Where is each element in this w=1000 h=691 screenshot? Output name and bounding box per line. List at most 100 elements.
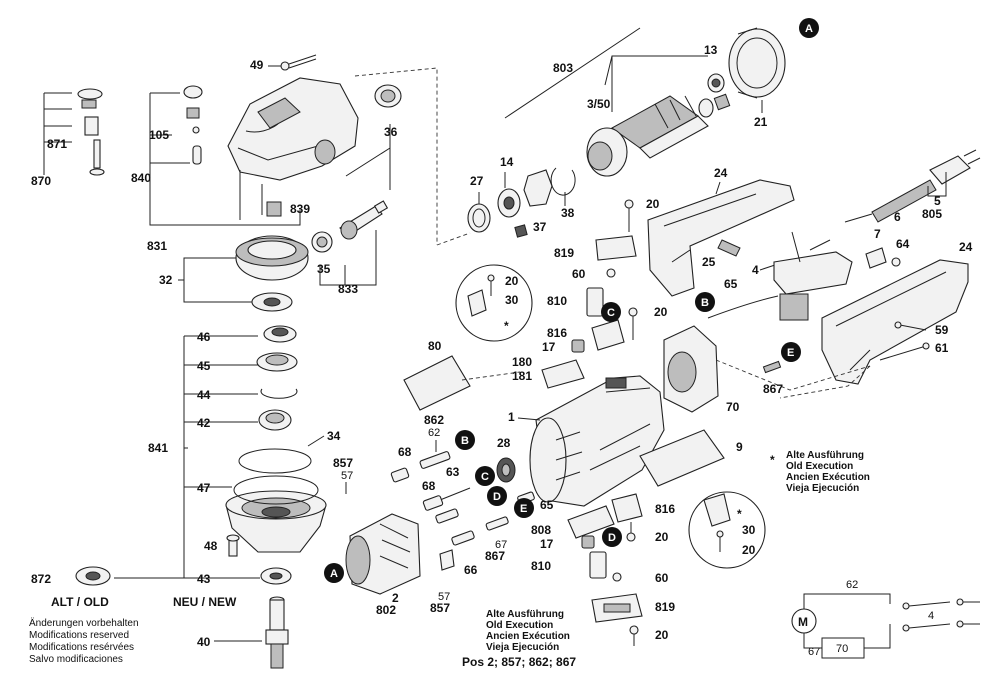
part-plug-5 — [929, 149, 981, 185]
svg-text:E: E — [787, 347, 794, 359]
part-screw-61 — [879, 342, 930, 361]
part-switch-4 — [773, 231, 853, 321]
svg-text:E: E — [520, 503, 527, 515]
part-circlip-44 — [260, 388, 298, 399]
badge-d-lower: D — [602, 527, 622, 547]
dashed-link-80 — [461, 371, 521, 381]
svg-text:Alte Ausführung: Alte Ausführung — [486, 609, 564, 620]
label-34: 34 — [327, 429, 341, 443]
label-40: 40 — [197, 635, 211, 649]
leader-1 — [517, 417, 541, 421]
wiring-schematic: M 70 62 67 4 — [791, 579, 980, 659]
part-brush-17b — [581, 535, 595, 549]
part-bearing-plate-21 — [728, 27, 786, 99]
part-spindle-40 — [265, 596, 289, 669]
label-27: 27 — [470, 174, 484, 188]
part-button-assembly — [77, 88, 105, 176]
label-862: 862 — [424, 413, 444, 427]
svg-text:Pos 2; 857; 862; 867: Pos 2; 857; 862; 867 — [462, 655, 576, 669]
badge-c-lower: C — [475, 466, 495, 486]
part-washer-13b — [713, 93, 731, 111]
label-25: 25 — [702, 255, 716, 269]
label-810-a: 810 — [547, 294, 567, 308]
label-17-b: 17 — [540, 537, 554, 551]
bracket-803 — [504, 27, 708, 119]
part-bearing-36 — [374, 84, 402, 108]
legend-old-execution: * Alte Ausführung Old Execution Ancien E… — [770, 450, 870, 494]
label-60-a: 60 — [572, 267, 586, 281]
label-30-inset-a: 30 — [505, 293, 519, 307]
label-65-b: 65 — [540, 498, 554, 512]
part-bearing-872 — [75, 566, 111, 586]
svg-text:B: B — [461, 435, 469, 447]
label-68-a: 68 — [398, 445, 412, 459]
label-803: 803 — [553, 61, 573, 75]
part-screw-20d — [629, 625, 639, 646]
inset-old-execution-upper: 20 30 * — [455, 264, 533, 342]
label-61: 61 — [935, 341, 949, 355]
label-819-a: 819 — [554, 246, 574, 260]
svg-text:D: D — [608, 532, 616, 544]
part-nut-46 — [263, 325, 297, 343]
label-20-inset-a: 20 — [505, 274, 519, 288]
bracket-870 — [43, 92, 72, 175]
part-cover-819a — [595, 235, 637, 261]
bracket-831 — [149, 163, 301, 226]
part-terminal-867a — [762, 360, 782, 374]
label-20-d: 20 — [655, 628, 669, 642]
label-180: 180 — [512, 355, 532, 369]
badge-b-left: B — [455, 430, 475, 450]
label-64: 64 — [896, 237, 910, 251]
svg-text:A: A — [330, 568, 338, 580]
label-1: 1 — [508, 410, 515, 424]
svg-text:Old Execution: Old Execution — [486, 620, 553, 631]
label-20-b: 20 — [654, 305, 668, 319]
part-label-9 — [639, 429, 725, 487]
label-6: 6 — [894, 210, 901, 224]
badge-a-bottom: A — [324, 563, 344, 583]
label-3-50: 3/50 — [587, 97, 611, 111]
svg-text:Modifications reserved: Modifications reserved — [29, 630, 129, 641]
label-833: 833 — [338, 282, 358, 296]
label-80: 80 — [428, 339, 442, 353]
bracket-840 — [149, 92, 190, 164]
svg-text:*: * — [504, 319, 509, 333]
label-37: 37 — [533, 220, 547, 234]
part-bearing-13 — [707, 73, 725, 93]
label-62: 62 — [428, 427, 440, 439]
svg-text:B: B — [701, 297, 709, 309]
label-48: 48 — [204, 539, 218, 553]
svg-text:Old Execution: Old Execution — [786, 461, 853, 472]
inset-old-execution-lower: * 30 20 — [688, 491, 766, 569]
label-867-a: 867 — [763, 382, 783, 396]
part-screw-20a — [624, 199, 634, 232]
part-field-housing-70 — [663, 325, 719, 413]
label-840: 840 — [131, 171, 151, 185]
label-24-b: 24 — [959, 240, 973, 254]
leader-36 — [345, 124, 391, 190]
label-57-b: 57 — [438, 591, 450, 603]
part-screw-60a — [606, 268, 616, 278]
label-47: 47 — [197, 481, 211, 495]
part-plate-180 — [541, 359, 585, 389]
svg-text:D: D — [493, 491, 501, 503]
label-28: 28 — [497, 436, 511, 450]
part-bearing-35 — [311, 231, 333, 253]
label-7: 7 — [874, 227, 881, 241]
label-816-a: 816 — [547, 326, 567, 340]
label-32: 32 — [159, 273, 173, 287]
label-43: 43 — [197, 572, 211, 586]
label-59: 59 — [935, 323, 949, 337]
leader-24-top — [715, 181, 721, 195]
svg-text:70: 70 — [836, 643, 848, 655]
label-857-b: 857 — [430, 601, 450, 615]
part-gear-housing — [227, 77, 359, 181]
dashed-link-handle — [779, 365, 871, 399]
part-flange-47 — [225, 475, 327, 553]
part-connector-68a — [390, 467, 410, 483]
label-20-inset-b: 20 — [742, 543, 756, 557]
part-bearing-45 — [256, 352, 298, 372]
svg-text:Salvo modificaciones: Salvo modificaciones — [29, 654, 123, 665]
svg-text:4: 4 — [928, 610, 934, 622]
part-clamp-7 — [865, 247, 887, 269]
